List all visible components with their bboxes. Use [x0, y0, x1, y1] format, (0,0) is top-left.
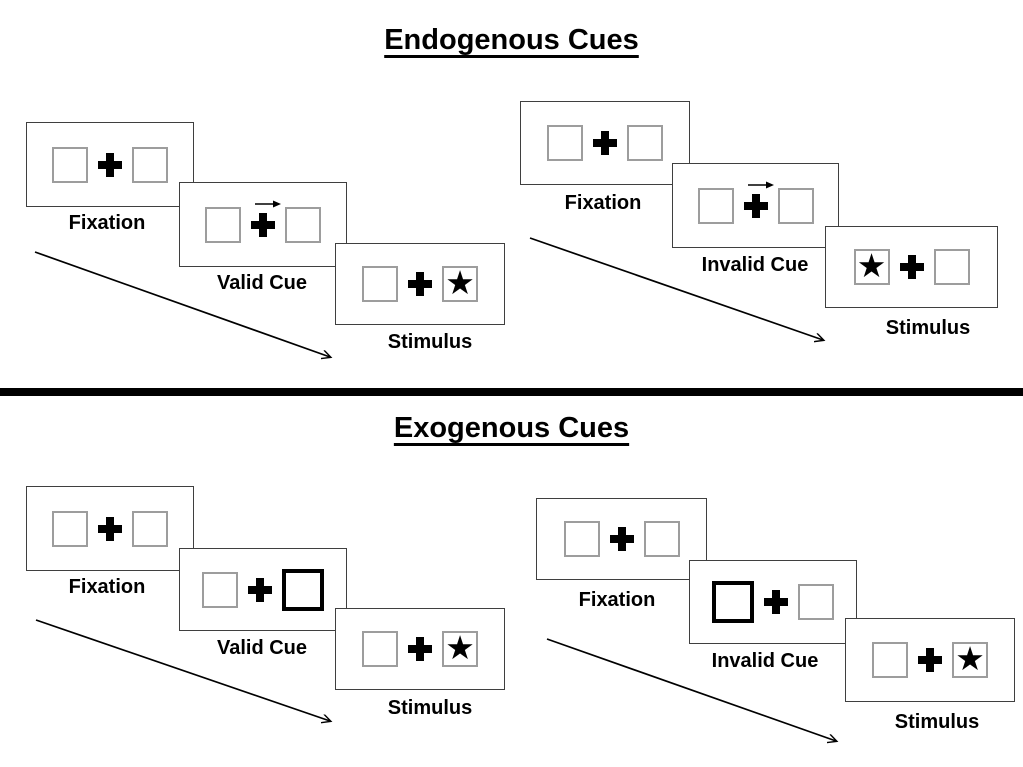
- right-box-with-star: ★: [442, 266, 478, 302]
- star-stimulus-icon: ★: [445, 263, 475, 302]
- right-box: [643, 521, 680, 557]
- cue-arrow-right-icon: [747, 181, 774, 188]
- frame-label-fixation: Fixation: [578, 589, 656, 611]
- endogenous-valid-cue-panel: [179, 182, 347, 267]
- left-box: [205, 206, 241, 243]
- left-box: [362, 631, 398, 667]
- frame-label-fixation: Fixation: [68, 576, 146, 598]
- plus-icon: [899, 255, 924, 279]
- star-stimulus-icon: ★: [445, 628, 475, 667]
- left-box-with-star: ★: [853, 246, 890, 285]
- fixation-cross-icon: [98, 152, 122, 177]
- exogenous-invalid-cue-panel: [689, 560, 857, 644]
- exogenous-valid-fixation-panel: [26, 486, 194, 571]
- frame-label-stimulus: Stimulus: [387, 697, 473, 719]
- left-box: [872, 642, 908, 678]
- fixation-cross-icon: [743, 181, 774, 218]
- frame-label-invalid-cue: Invalid Cue: [701, 254, 809, 276]
- fixation-cross-icon: [408, 272, 432, 296]
- left-box: [52, 510, 88, 547]
- frame-label-stimulus: Stimulus: [387, 331, 473, 353]
- star-stimulus-icon: ★: [856, 246, 887, 285]
- left-box: [362, 266, 398, 302]
- left-box: [202, 571, 238, 608]
- fixation-cross-icon: [764, 590, 788, 614]
- endogenous-section-title: Endogenous Cues: [0, 24, 1023, 57]
- exogenous-title-text: Exogenous Cues: [393, 412, 630, 444]
- frame-label-valid-cue: Valid Cue: [216, 272, 308, 294]
- plus-icon: [408, 272, 432, 296]
- exogenous-section-title: Exogenous Cues: [0, 412, 1023, 445]
- plus-icon: [593, 131, 617, 155]
- right-box: [285, 206, 321, 243]
- endogenous-invalid-stimulus-panel: ★: [825, 226, 998, 308]
- plus-icon: [98, 516, 122, 541]
- left-box-highlighted-cue: [712, 581, 754, 623]
- frame-label-fixation: Fixation: [564, 192, 642, 214]
- plus-icon: [743, 193, 768, 218]
- fixation-cross-icon: [248, 577, 272, 602]
- right-box-highlighted-cue: [282, 568, 324, 611]
- endogenous-valid-stimulus-panel: ★: [335, 243, 505, 325]
- plus-icon: [408, 637, 432, 661]
- left-box: [547, 125, 583, 161]
- fixation-cross-icon: [408, 637, 432, 661]
- fixation-cross-icon: [251, 200, 281, 237]
- endogenous-invalid-cue-panel: [672, 163, 839, 248]
- frame-label-fixation: Fixation: [68, 212, 146, 234]
- timeline-arrow-endogenous-valid: [34, 251, 330, 357]
- endogenous-invalid-fixation-panel: [520, 101, 690, 185]
- fixation-cross-icon: [609, 527, 634, 551]
- cue-arrow-right-icon: [255, 200, 281, 207]
- right-box-with-star: ★: [952, 642, 988, 678]
- right-box: [132, 510, 168, 547]
- left-box: [52, 146, 88, 183]
- frame-label-stimulus: Stimulus: [894, 711, 980, 733]
- plus-icon: [609, 527, 634, 551]
- plus-icon: [251, 212, 275, 237]
- fixation-cross-icon: [593, 131, 617, 155]
- fixation-cross-icon: [918, 648, 942, 672]
- star-stimulus-icon: ★: [955, 639, 985, 678]
- section-divider: [0, 388, 1023, 396]
- plus-icon: [98, 152, 122, 177]
- frame-label-valid-cue: Valid Cue: [216, 637, 308, 659]
- right-box: [627, 125, 663, 161]
- right-box: [777, 187, 814, 224]
- plus-icon: [918, 648, 942, 672]
- endogenous-valid-fixation-panel: [26, 122, 194, 207]
- exogenous-invalid-fixation-panel: [536, 498, 707, 580]
- left-box: [697, 187, 734, 224]
- right-box: [132, 146, 168, 183]
- exogenous-valid-cue-panel: [179, 548, 347, 631]
- frame-label-invalid-cue: Invalid Cue: [711, 650, 819, 672]
- frame-label-stimulus: Stimulus: [885, 317, 971, 339]
- right-box-with-star: ★: [442, 631, 478, 667]
- right-box: [933, 249, 970, 285]
- fixation-cross-icon: [98, 516, 122, 541]
- plus-icon: [248, 577, 272, 602]
- left-box: [563, 521, 600, 557]
- plus-icon: [764, 590, 788, 614]
- exogenous-invalid-stimulus-panel: ★: [845, 618, 1015, 702]
- endogenous-title-text: Endogenous Cues: [384, 24, 639, 56]
- exogenous-valid-stimulus-panel: ★: [335, 608, 505, 690]
- timeline-arrow-exogenous-valid: [35, 619, 330, 721]
- right-box: [798, 584, 834, 620]
- fixation-cross-icon: [899, 255, 924, 279]
